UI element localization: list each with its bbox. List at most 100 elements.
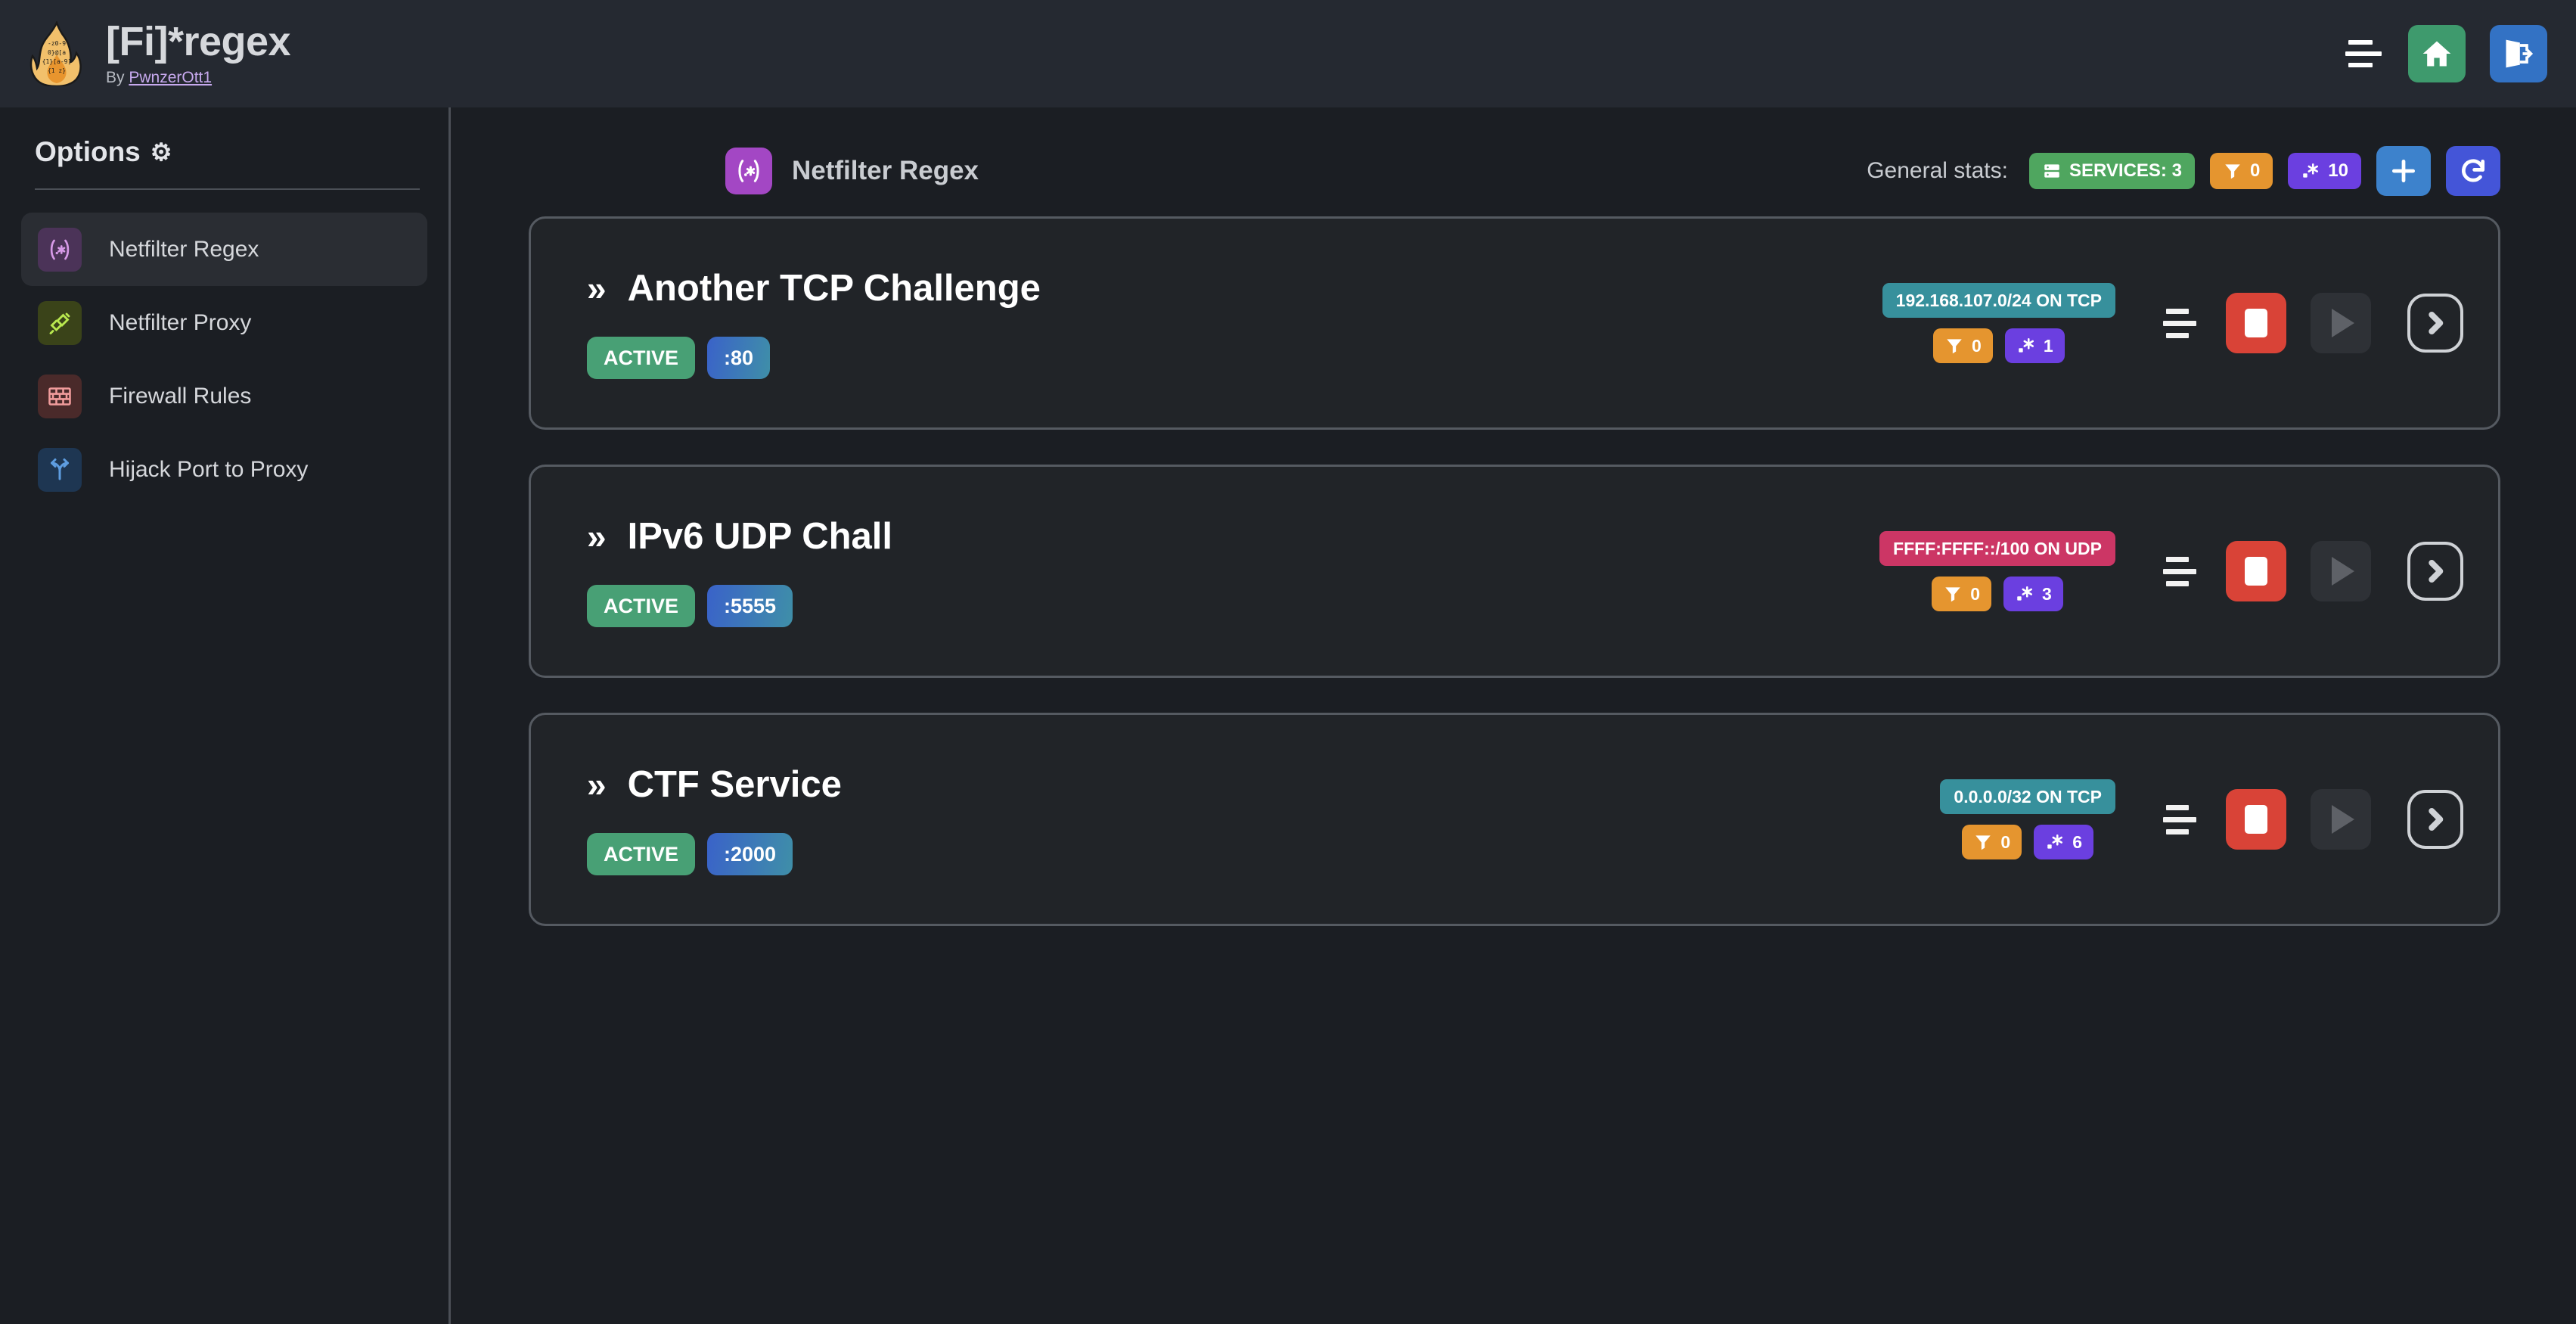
page-title: Netfilter Regex	[792, 156, 979, 185]
refresh-icon	[2462, 159, 2485, 182]
service-counters: 0 1	[1933, 328, 2065, 363]
service-title: » CTF Service	[587, 763, 842, 806]
sidebar-item-label: Firewall Rules	[109, 383, 252, 409]
sidebar-item-label: Netfilter Regex	[109, 236, 259, 262]
regex-icon	[2019, 338, 2034, 353]
play-button[interactable]	[2311, 541, 2371, 601]
refresh-button[interactable]	[2446, 146, 2500, 196]
service-controls: 0.0.0.0/32 ON TCP 0 6	[1940, 779, 2463, 859]
main-content: Netfilter Regex General stats: SERVICES:…	[453, 107, 2576, 1324]
app-title: [Fi]*regex	[106, 18, 291, 64]
svg-text:{1 z}: {1 z}	[48, 67, 66, 74]
by-prefix: By	[106, 68, 129, 86]
sidebar-item-label: Hijack Port to Proxy	[109, 456, 309, 482]
service-info: » IPv6 UDP Chall ACTIVE :5555	[587, 515, 892, 627]
app-header: -z0-9 0}@[a {1}[a-9] {1 z} [Fi]*regex By…	[0, 0, 2576, 107]
plug-icon	[38, 300, 82, 345]
sidebar-item-hijack-port-to-proxy[interactable]: Hijack Port to Proxy	[21, 433, 427, 506]
service-menu-icon[interactable]	[2158, 551, 2202, 592]
service-filters-count: 0	[2000, 831, 2011, 852]
gear-icon: ⚙	[150, 138, 172, 166]
stop-icon	[2245, 309, 2267, 337]
status-badge: ACTIVE	[587, 337, 696, 379]
general-stats-label: General stats:	[1867, 158, 2008, 183]
port-badge: :2000	[707, 833, 793, 875]
service-filters-badge: 0	[1932, 577, 1991, 611]
sidebar-nav: Netfilter Regex Netfilter Proxy Firewall…	[21, 213, 427, 506]
stop-icon	[2245, 557, 2267, 586]
service-filters-count: 0	[1970, 583, 1980, 604]
svg-text:-z0-9: -z0-9	[48, 40, 66, 47]
service-regexes-badge: 6	[2034, 825, 2093, 859]
network-badge: 0.0.0.0/32 ON TCP	[1940, 779, 2115, 814]
play-button[interactable]	[2311, 293, 2371, 353]
sidebar-item-firewall-rules[interactable]: Firewall Rules	[21, 359, 427, 433]
hamburger-icon[interactable]	[2343, 38, 2384, 70]
add-service-button[interactable]	[2376, 146, 2431, 196]
service-filters-badge: 0	[1962, 825, 2022, 859]
service-filters-badge: 0	[1933, 328, 1993, 363]
service-status-row: ACTIVE :5555	[587, 585, 892, 627]
service-title: » Another TCP Challenge	[587, 267, 1041, 309]
double-chevron-icon: »	[587, 269, 607, 308]
service-detail-button[interactable]	[2407, 294, 2463, 353]
home-icon	[2422, 41, 2451, 67]
regex-icon	[38, 227, 82, 272]
service-menu-icon[interactable]	[2158, 799, 2202, 840]
stop-button[interactable]	[2226, 789, 2286, 850]
logout-icon	[2506, 39, 2534, 68]
service-status-row: ACTIVE :2000	[587, 833, 842, 875]
service-regexes-count: 6	[2072, 831, 2082, 852]
regex-icon	[2047, 834, 2063, 849]
service-regexes-count: 3	[2042, 583, 2052, 604]
chevron-right-icon	[2429, 807, 2444, 831]
service-detail-button[interactable]	[2407, 542, 2463, 601]
service-menu-icon[interactable]	[2158, 303, 2202, 343]
service-detail-button[interactable]	[2407, 790, 2463, 849]
sidebar-item-netfilter-proxy[interactable]: Netfilter Proxy	[21, 286, 427, 359]
content-toolbar: Netfilter Regex General stats: SERVICES:…	[506, 142, 2523, 200]
filter-icon	[1945, 587, 1960, 602]
port-badge: :5555	[707, 585, 793, 627]
service-name: Another TCP Challenge	[627, 268, 1041, 309]
header-actions	[2343, 25, 2547, 82]
service-card[interactable]: » Another TCP Challenge ACTIVE :80 192.1…	[529, 216, 2500, 430]
service-counters: 0 6	[1962, 825, 2093, 859]
home-button[interactable]	[2408, 25, 2466, 82]
sidebar-item-netfilter-regex[interactable]: Netfilter Regex	[21, 213, 427, 286]
services-list: » Another TCP Challenge ACTIVE :80 192.1…	[506, 216, 2523, 926]
service-network-info: 192.168.107.0/24 ON TCP 0 1	[1882, 283, 2115, 363]
regex-icon	[725, 148, 772, 194]
svg-text:{1}[a-9]: {1}[a-9]	[42, 58, 72, 65]
status-badge: ACTIVE	[587, 585, 696, 627]
service-card[interactable]: » IPv6 UDP Chall ACTIVE :5555 FFFF:FFFF:…	[529, 465, 2500, 678]
filter-icon	[1975, 835, 1991, 850]
port-badge: :80	[707, 337, 771, 379]
play-button[interactable]	[2311, 789, 2371, 850]
service-regexes-badge: 1	[2004, 328, 2065, 363]
stop-button[interactable]	[2226, 541, 2286, 601]
author-line: By PwnzerOtt1	[106, 69, 290, 87]
author-link[interactable]: PwnzerOtt1	[129, 68, 213, 86]
regex-icon	[2303, 163, 2319, 178]
regex-icon	[2017, 586, 2032, 601]
service-regexes-count: 1	[2043, 335, 2053, 356]
double-chevron-icon: »	[587, 765, 607, 804]
logout-button[interactable]	[2490, 25, 2547, 82]
server-icon	[2044, 164, 2059, 178]
play-icon	[2332, 309, 2354, 337]
service-title: » IPv6 UDP Chall	[587, 515, 892, 558]
status-badge: ACTIVE	[587, 833, 696, 875]
sidebar: Options ⚙ Netfilter Regex Netfilter Pro	[0, 107, 451, 1324]
svg-text:0}@[a: 0}@[a	[48, 49, 66, 56]
stop-icon	[2245, 805, 2267, 834]
sidebar-item-label: Netfilter Proxy	[109, 309, 252, 335]
route-icon	[38, 447, 82, 492]
stat-regexes-badge: 10	[2288, 153, 2361, 189]
service-counters: 0 3	[1932, 577, 2063, 611]
stop-button[interactable]	[2226, 293, 2286, 353]
service-card[interactable]: » CTF Service ACTIVE :2000 0.0.0.0/32 ON…	[529, 713, 2500, 926]
service-controls: FFFF:FFFF::/100 ON UDP 0 3	[1879, 531, 2463, 611]
play-icon	[2332, 557, 2354, 586]
chevron-right-icon	[2429, 311, 2444, 335]
